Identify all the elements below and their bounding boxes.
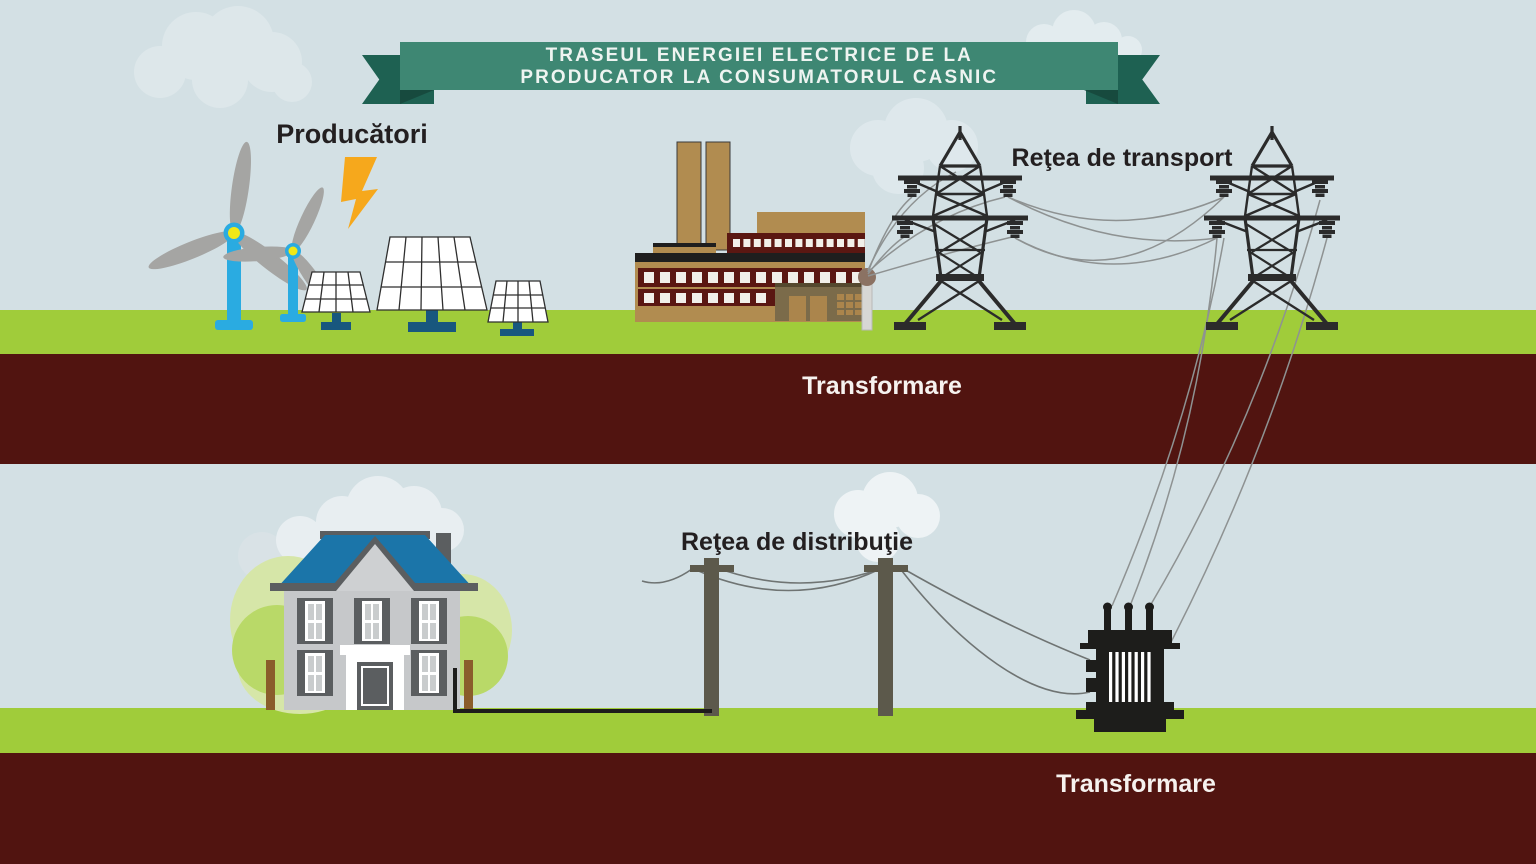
power-plant-icon xyxy=(635,141,876,331)
utility-pole-icon xyxy=(864,558,908,716)
solar-panel-icon xyxy=(301,271,371,330)
transform-band-lower xyxy=(0,753,1536,864)
transform-band-upper xyxy=(0,354,1536,464)
label-distribution-network: Reţea de distribuţie xyxy=(681,528,913,556)
wind-turbine-icon xyxy=(223,187,334,322)
solar-panel-icon xyxy=(376,236,488,332)
utility-pole-icon xyxy=(690,558,734,716)
cloud-icon xyxy=(850,98,978,194)
power-line-icon xyxy=(867,171,1328,649)
service-cable xyxy=(453,668,712,713)
label-transform-upper: Transformare xyxy=(802,372,962,400)
lightning-icon xyxy=(341,157,378,229)
transformer-icon xyxy=(1076,602,1184,732)
cloud-icon xyxy=(134,6,312,108)
label-producers: Producători xyxy=(276,119,428,149)
wind-turbine-icon xyxy=(148,141,307,330)
power-line-icon xyxy=(641,565,1091,695)
label-transform-lower: Transformare xyxy=(1056,770,1216,798)
label-transport-network: Reţea de transport xyxy=(1011,144,1233,172)
solar-panel-icon xyxy=(487,280,549,336)
grass-lower-strip xyxy=(0,708,1536,753)
house-icon xyxy=(270,531,478,710)
cloud-icon xyxy=(834,472,940,562)
title-banner: TRASEUL ENERGIEI ELECTRICE DE LA PRODUCA… xyxy=(400,42,1118,90)
title-line-2: PRODUCATOR LA CONSUMATORUL CASNIC xyxy=(520,66,998,88)
title-line-1: TRASEUL ENERGIEI ELECTRICE DE LA xyxy=(545,44,973,66)
